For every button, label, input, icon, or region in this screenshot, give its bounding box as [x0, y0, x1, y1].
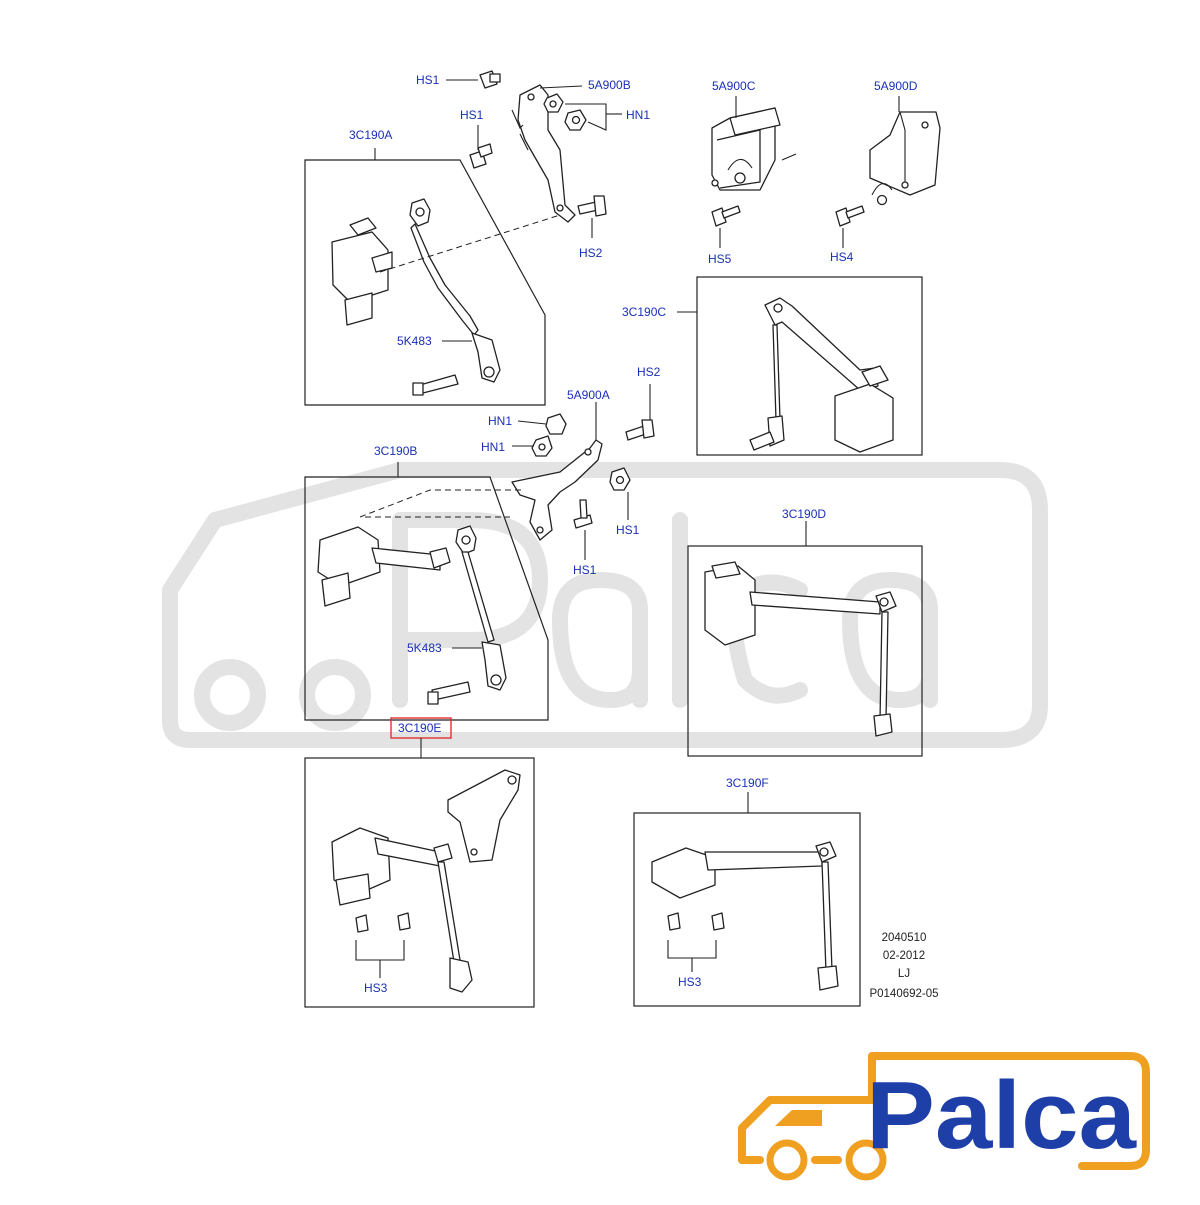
label-hs5: HS5: [708, 252, 732, 266]
label-hs1-mid: HS1: [460, 108, 484, 122]
hn1-top-nuts: [543, 93, 587, 131]
label-3c190b: 3C190B: [374, 444, 417, 458]
label-5a900b: 5A900B: [588, 78, 631, 92]
label-5k483-a: 5K483: [397, 334, 432, 348]
box-3c190b: [304, 476, 549, 721]
sensor-3c190a: [331, 198, 501, 396]
label-hs1-top: HS1: [416, 73, 440, 87]
logo-frame: [738, 1052, 1150, 1170]
box-3c190a: [304, 159, 546, 406]
palca-logo: Palca: [738, 1052, 1150, 1181]
box-3c190f: [633, 812, 861, 1007]
sensor-3c190d: [704, 561, 897, 737]
ref-line-4: P0140692-05: [869, 988, 938, 1000]
label-3c190c: 3C190C: [622, 305, 666, 319]
label-hn1-b: HN1: [481, 440, 505, 454]
label-5a900d: 5A900D: [874, 79, 918, 93]
logo-text: Palca: [866, 1062, 1137, 1169]
label-hn1-top: HN1: [626, 108, 650, 122]
label-hs3-left: HS3: [364, 981, 388, 995]
logo-wheel-rear: [845, 1139, 887, 1181]
box-3c190c: [696, 276, 923, 456]
bracket-5a900d: [869, 111, 941, 206]
box-3c190e: [304, 757, 535, 1008]
ref-line-3: LJ: [898, 968, 910, 980]
hs1-right-bolt: [609, 467, 631, 491]
sensor-3c190b: [317, 525, 507, 705]
label-hn1-a: HN1: [488, 414, 512, 428]
box-3c190d: [687, 545, 923, 757]
label-hs4: HS4: [830, 250, 854, 264]
bracket-5a900c: [711, 107, 797, 191]
label-3c190e: 3C190E: [398, 721, 441, 735]
label-5k483-b: 5K483: [407, 641, 442, 655]
label-hs1-right: HS1: [616, 523, 640, 537]
sensor-3c190f: [651, 841, 839, 991]
hs4-bolt: [835, 205, 865, 227]
hs1-top-bolt: [479, 70, 501, 89]
label-5a900c: 5A900C: [712, 79, 756, 93]
label-3c190f: 3C190F: [726, 776, 769, 790]
hs2-top-bolt: [577, 195, 607, 217]
bracket-5a900b: [511, 84, 576, 223]
hs5-bolt: [711, 205, 741, 227]
logo-wheel-front: [766, 1139, 808, 1181]
watermark: [162, 462, 1048, 748]
label-3c190a: 3C190A: [349, 128, 392, 142]
hs1-mid-bolt: [469, 143, 493, 169]
sensor-3c190e: [331, 769, 521, 993]
label-hs2-top: HS2: [579, 246, 603, 260]
label-3c190d: 3C190D: [782, 507, 826, 521]
hs1-low-bolt: [573, 499, 593, 529]
label-hs1-low: HS1: [573, 563, 597, 577]
label-hs3-right: HS3: [678, 975, 702, 989]
ref-line-2: 02-2012: [883, 950, 925, 962]
hs2-mid-bolt: [625, 419, 655, 441]
label-5a900a: 5A900A: [567, 388, 610, 402]
hn1-mid-nuts: [531, 413, 567, 457]
bracket-5a900a: [511, 439, 603, 541]
label-hs2-mid: HS2: [637, 365, 661, 379]
ref-line-1: 2040510: [882, 932, 927, 944]
sensor-3c190c: [749, 297, 894, 453]
